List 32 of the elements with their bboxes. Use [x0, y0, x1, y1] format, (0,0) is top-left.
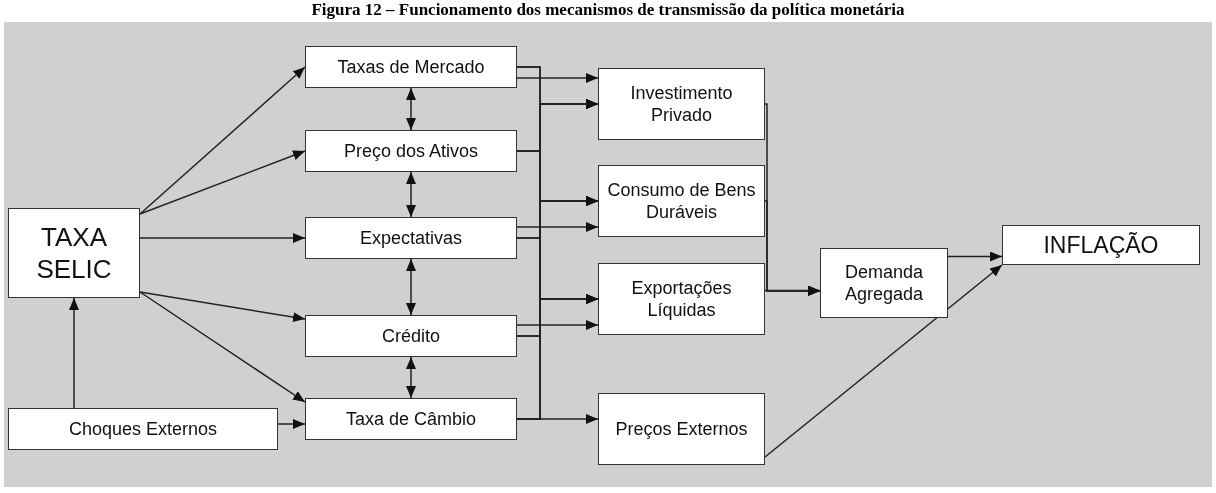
arrow: [516, 414, 599, 424]
process-box: Taxas de Mercado: [305, 46, 517, 88]
process-box: Demanda Agregada: [820, 248, 948, 318]
arrow: [139, 233, 306, 243]
arrow: [406, 171, 416, 218]
arrow: [139, 66, 306, 215]
arrow: [139, 150, 306, 215]
arrow: [764, 200, 821, 296]
arrow: [516, 320, 599, 330]
arrow: [69, 297, 79, 409]
arrow: [764, 264, 1003, 458]
figure-title: Figura 12 – Funcionamento dos mecanismos de transmissão da política monetária: [310, 0, 906, 20]
arrow: [139, 291, 306, 322]
process-box: Taxa de Câmbio: [305, 398, 517, 440]
process-box: Crédito: [305, 315, 517, 357]
process-box: TAXA SELIC: [8, 208, 140, 298]
process-box: Investimento Privado: [598, 68, 765, 140]
process-box: Preço dos Ativos: [305, 130, 517, 172]
arrow: [406, 87, 416, 131]
process-box: Consumo de Bens Duráveis: [598, 165, 765, 237]
process-box: INFLAÇÃO: [1002, 225, 1200, 265]
process-box: Expectativas: [305, 217, 517, 259]
arrow: [277, 419, 306, 429]
arrow: [406, 356, 416, 399]
process-box: Choques Externos: [8, 408, 278, 450]
process-box: Exportações Líquidas: [598, 263, 765, 335]
arrow: [947, 251, 1003, 262]
arrow: [516, 73, 599, 83]
arrow: [406, 258, 416, 316]
arrow: [139, 291, 306, 403]
arrow: [516, 222, 599, 232]
process-box: Preços Externos: [598, 393, 765, 465]
